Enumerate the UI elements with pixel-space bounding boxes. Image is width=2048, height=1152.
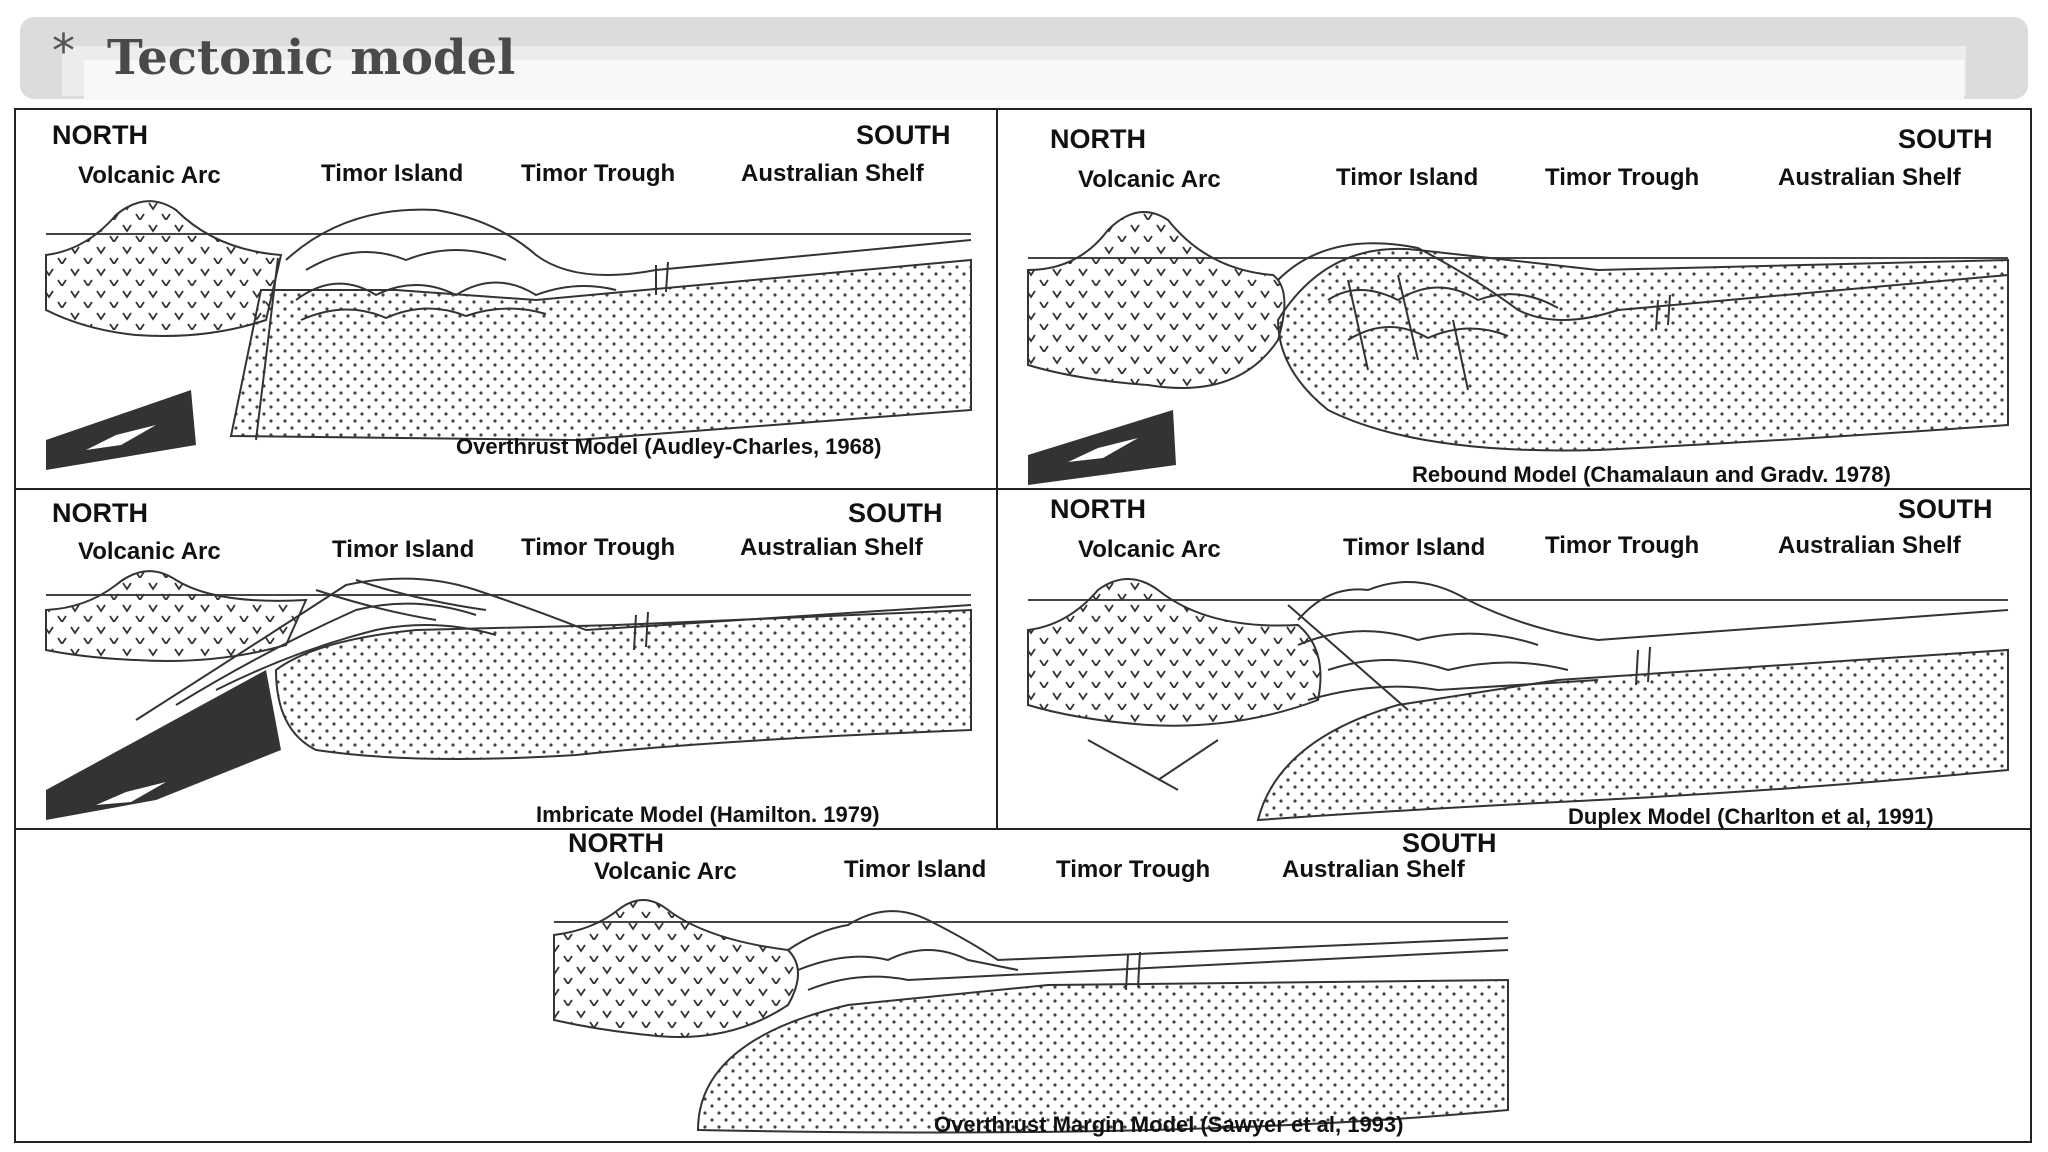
south-label: SOUTH <box>1402 830 1497 858</box>
volcanic-arc-label: Volcanic Arc <box>78 162 221 189</box>
australian-shelf-label: Australian Shelf <box>741 160 924 187</box>
south-label: SOUTH <box>848 498 943 528</box>
overthrust-model-panel: NORTH SOUTH Volcanic Arc Timor Island Ti… <box>16 110 998 490</box>
north-label: NORTH <box>52 498 148 528</box>
overthrust-margin-model-cross-section <box>553 899 1509 1134</box>
timor-island-label: Timor Island <box>332 536 475 563</box>
timor-island-label: Timor Island <box>1336 164 1479 191</box>
title-bar-inner-highlight <box>84 60 1964 100</box>
timor-trough-label: Timor Trough <box>1545 532 1700 559</box>
duplex-model-cross-section <box>1027 578 2009 822</box>
north-label: NORTH <box>568 830 664 858</box>
slide-title: Tectonic model <box>107 30 516 86</box>
imbricate-model-panel: NORTH SOUTH Volcanic Arc Timor Island Ti… <box>16 490 998 830</box>
south-label: SOUTH <box>1898 494 1993 524</box>
volcanic-arc-label: Volcanic Arc <box>1078 536 1221 563</box>
timor-island-label: Timor Island <box>844 856 987 883</box>
model-caption: Rebound Model (Chamalaun and Gradv. 1978… <box>1412 462 1891 487</box>
overthrust-margin-model-panel: NORTH SOUTH Volcanic Arc Timor Island Ti… <box>548 830 1528 1141</box>
north-label: NORTH <box>1050 124 1146 154</box>
volcanic-arc-label: Volcanic Arc <box>78 538 221 565</box>
bullet-marker: * <box>52 24 75 78</box>
tectonic-models-figure: NORTH SOUTH Volcanic Arc Timor Island Ti… <box>14 108 2032 1143</box>
volcanic-arc-label: Volcanic Arc <box>594 858 737 885</box>
south-label: SOUTH <box>1898 124 1993 154</box>
rebound-model-cross-section <box>1027 211 2009 485</box>
south-label: SOUTH <box>856 120 951 150</box>
north-label: NORTH <box>52 120 148 150</box>
australian-shelf-label: Australian Shelf <box>1282 856 1465 883</box>
overthrust-model-cross-section <box>45 200 972 470</box>
timor-trough-label: Timor Trough <box>521 160 676 187</box>
australian-shelf-label: Australian Shelf <box>1778 532 1961 559</box>
timor-island-label: Timor Island <box>321 160 464 187</box>
timor-trough-label: Timor Trough <box>521 534 676 561</box>
duplex-model-panel: NORTH SOUTH Volcanic Arc Timor Island Ti… <box>998 490 2032 830</box>
timor-island-label: Timor Island <box>1343 534 1486 561</box>
model-caption: Imbricate Model (Hamilton. 1979) <box>536 802 880 827</box>
timor-trough-label: Timor Trough <box>1545 164 1700 191</box>
model-caption: Overthrust Margin Model (Sawyer et al, 1… <box>934 1112 1404 1137</box>
rebound-model-panel: NORTH SOUTH Volcanic Arc Timor Island Ti… <box>998 110 2032 490</box>
imbricate-model-cross-section <box>45 570 972 820</box>
australian-shelf-label: Australian Shelf <box>1778 164 1961 191</box>
timor-trough-label: Timor Trough <box>1056 856 1211 883</box>
model-caption: Overthrust Model (Audley-Charles, 1968) <box>456 434 882 459</box>
australian-shelf-label: Australian Shelf <box>740 534 923 561</box>
model-caption: Duplex Model (Charlton et al, 1991) <box>1568 804 1934 829</box>
volcanic-arc-label: Volcanic Arc <box>1078 166 1221 193</box>
north-label: NORTH <box>1050 494 1146 524</box>
